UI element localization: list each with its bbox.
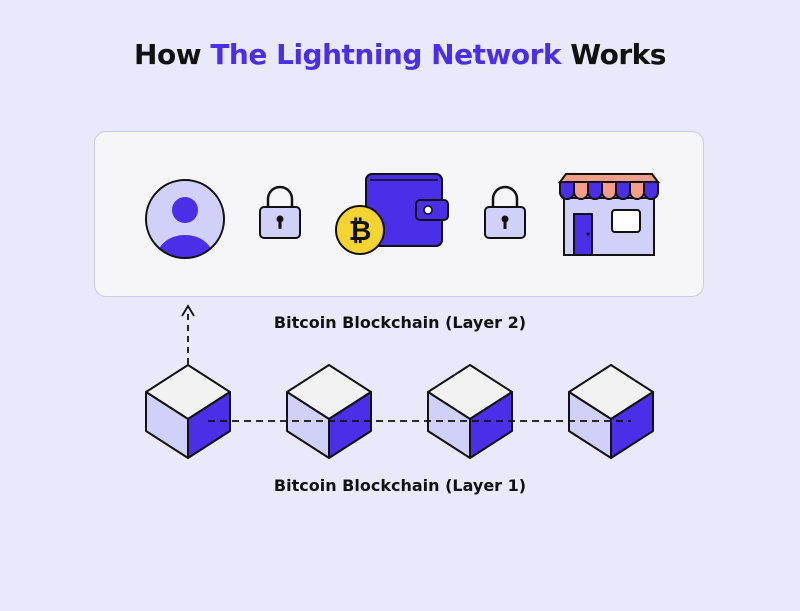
storefront-icon — [558, 173, 660, 256]
user-avatar-icon — [145, 179, 225, 259]
block-cube-icon — [568, 364, 654, 459]
title-suffix: Works — [561, 38, 666, 71]
svg-text:₿: ₿ — [349, 214, 372, 247]
block-cube-icon — [427, 364, 513, 459]
layer2-label: Bitcoin Blockchain (Layer 2) — [273, 313, 527, 332]
block-cube-icon — [145, 364, 231, 459]
bitcoin-wallet-icon: ₿ — [335, 173, 449, 255]
page-title: How The Lightning Network Works — [0, 38, 800, 71]
layer1-label: Bitcoin Blockchain (Layer 1) — [273, 476, 527, 495]
lock-icon — [484, 185, 526, 239]
block-cube-icon — [286, 364, 372, 459]
title-highlight: The Lightning Network — [210, 38, 561, 71]
title-prefix: How — [134, 38, 211, 71]
lock-icon — [259, 185, 301, 239]
arrow-head-icon — [181, 304, 195, 317]
